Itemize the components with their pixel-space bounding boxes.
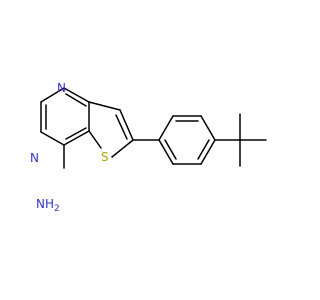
bond (40, 131, 65, 146)
nh2-label-text: NH (36, 197, 54, 211)
atom-label-nh2: NH2 (36, 197, 60, 214)
atom-label-n1: N (57, 81, 66, 95)
atom-label-s: S (101, 150, 109, 164)
bond (200, 115, 216, 141)
bond (119, 109, 134, 141)
bond (40, 87, 65, 103)
bond (158, 139, 174, 165)
bond (88, 130, 102, 149)
bond (115, 114, 128, 140)
bond-skeleton (40, 87, 267, 169)
bond (65, 127, 87, 140)
bond (200, 139, 216, 165)
bond (197, 139, 210, 160)
atom-label-n3: N (30, 151, 39, 165)
bond (158, 115, 174, 141)
molecule-structure: N N S NH2 (30, 81, 267, 214)
bond (63, 87, 90, 103)
bond (164, 139, 177, 160)
bond (63, 130, 90, 146)
atom-labels: N N S NH2 (30, 81, 109, 214)
bond (111, 139, 134, 158)
bond (65, 93, 87, 107)
bond (88, 101, 121, 111)
nh2-label-subscript: 2 (54, 204, 60, 214)
